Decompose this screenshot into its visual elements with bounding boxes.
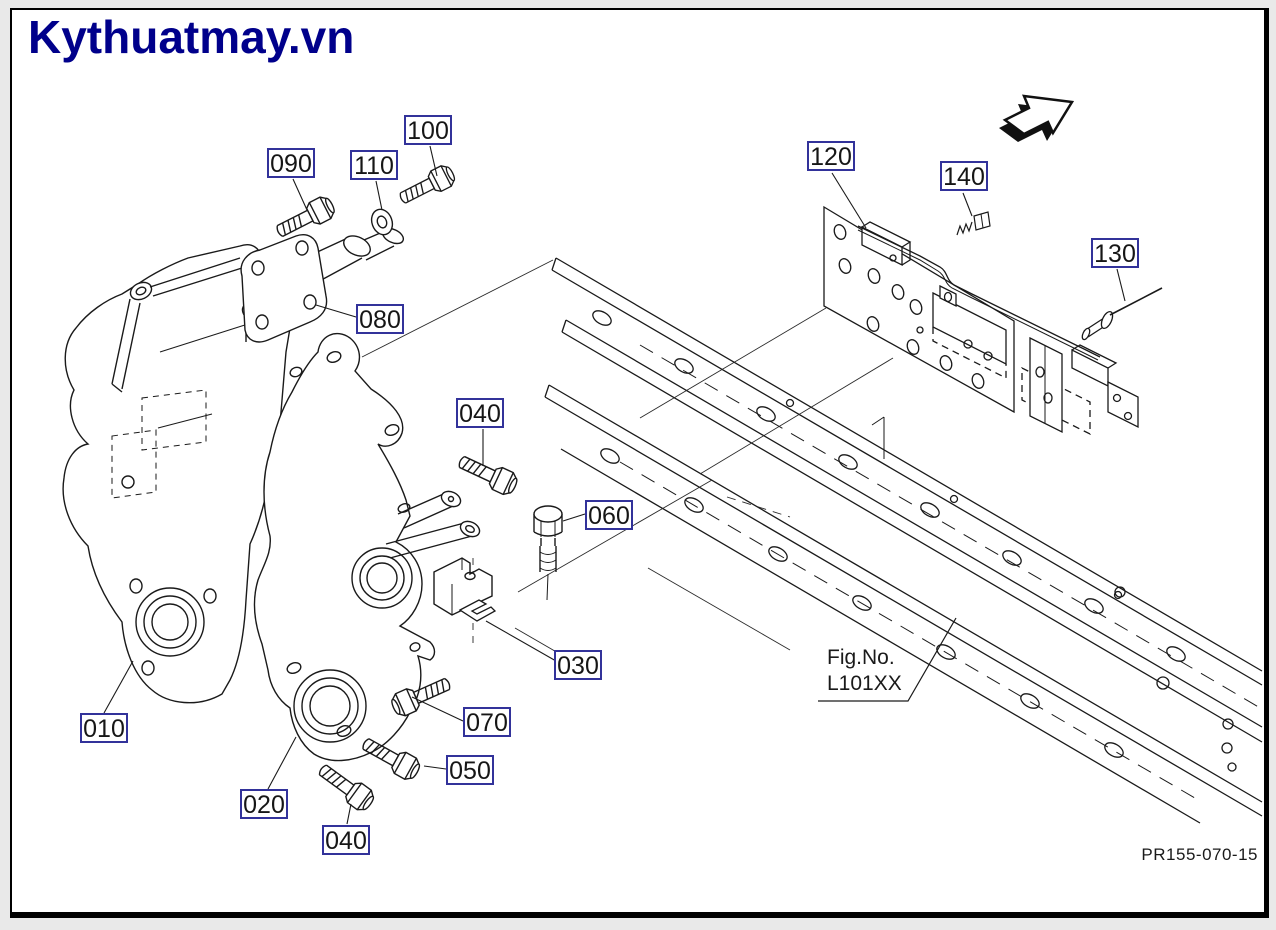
page-forward-arrow-icon[interactable] — [999, 94, 1075, 142]
rod-130 — [857, 225, 1163, 361]
clip-030 — [458, 599, 497, 622]
upper-rail-holes — [592, 310, 1186, 662]
part-callout-140[interactable]: 140 — [940, 161, 988, 191]
part-callout-090[interactable]: 090 — [267, 148, 315, 178]
fig-number-leader — [818, 617, 957, 702]
part-callout-100[interactable]: 100 — [404, 115, 452, 145]
part-callout-070[interactable]: 070 — [463, 707, 511, 737]
part-callout-130[interactable]: 130 — [1091, 238, 1139, 268]
part-callout-050[interactable]: 050 — [446, 755, 494, 785]
bolt-100 — [395, 161, 459, 210]
washer-110 — [370, 208, 394, 236]
part-callout-030[interactable]: 030 — [554, 650, 602, 680]
bolt-040-lower — [313, 758, 379, 815]
part-callout-120[interactable]: 120 — [807, 141, 855, 171]
part-callout-060[interactable]: 060 — [585, 500, 633, 530]
construction-lines — [361, 259, 894, 677]
front-cover-020 — [253, 333, 493, 762]
figure-number: Fig.No. L101XX — [827, 645, 902, 697]
frame-rails — [544, 257, 1263, 824]
part-callout-010[interactable]: 010 — [80, 713, 128, 743]
figure-number-value: L101XX — [827, 672, 902, 695]
drawing-number: PR155-070-15 — [1141, 845, 1258, 864]
part-callout-110[interactable]: 110 — [350, 150, 398, 180]
part-callout-040[interactable]: 040 — [322, 825, 370, 855]
leader-lines — [103, 145, 1126, 825]
bolt-040-upper — [454, 449, 521, 499]
lower-rail-holes — [600, 448, 1237, 772]
part-callout-040[interactable]: 040 — [456, 398, 504, 428]
plug-bolt-060 — [533, 505, 563, 601]
part-callout-020[interactable]: 020 — [240, 789, 288, 819]
part-callout-080[interactable]: 080 — [356, 304, 404, 334]
set-screw-140 — [956, 211, 991, 236]
site-logo[interactable]: Kythuatmay.vn — [28, 11, 355, 63]
figure-number-label: Fig.No. — [827, 646, 895, 669]
